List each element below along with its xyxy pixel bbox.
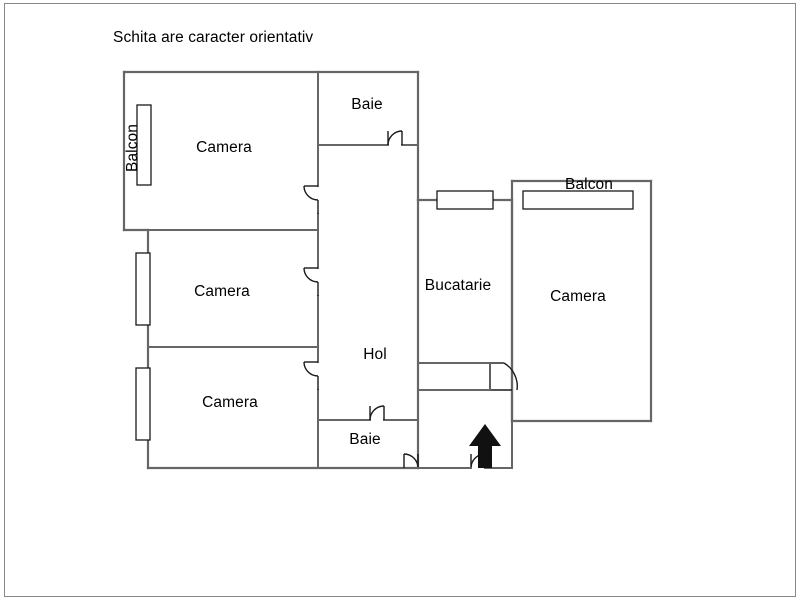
entrance-arrow	[469, 424, 501, 468]
room-label-hol: Hol	[363, 346, 387, 363]
door-camera-top	[303, 185, 319, 214]
room-label-baie-bottom: Baie	[349, 431, 381, 448]
window-bucatarie	[436, 190, 494, 210]
room-label-balcon-right: Balcon	[565, 176, 613, 193]
door-camera-middle	[303, 267, 319, 296]
room-label-camera-bottom: Camera	[202, 394, 258, 411]
door-swings	[303, 130, 518, 469]
room-label-balcon-left: Balcon	[124, 124, 141, 172]
room-label-camera-top: Camera	[196, 139, 252, 156]
room-label-camera-right: Camera	[550, 288, 606, 305]
window-balcon-left-upper	[136, 104, 152, 186]
door-baie-bottom	[369, 405, 385, 421]
door-baie-top	[387, 130, 403, 146]
window-left-bottom	[135, 367, 151, 441]
page-title: Schita are caracter orientativ	[113, 29, 314, 46]
window-left-middle	[135, 252, 151, 326]
window-openings	[135, 104, 634, 441]
room-label-bucatarie: Bucatarie	[424, 277, 492, 294]
room-label-baie-top: Baie	[351, 96, 383, 113]
room-label-camera-middle: Camera	[194, 283, 250, 300]
door-bucatarie	[403, 453, 419, 469]
door-camera-right	[489, 362, 518, 391]
hall-boundary	[417, 362, 513, 469]
window-balcon-right	[522, 190, 634, 210]
door-camera-bottom	[303, 361, 319, 390]
interior-walls	[147, 71, 419, 469]
